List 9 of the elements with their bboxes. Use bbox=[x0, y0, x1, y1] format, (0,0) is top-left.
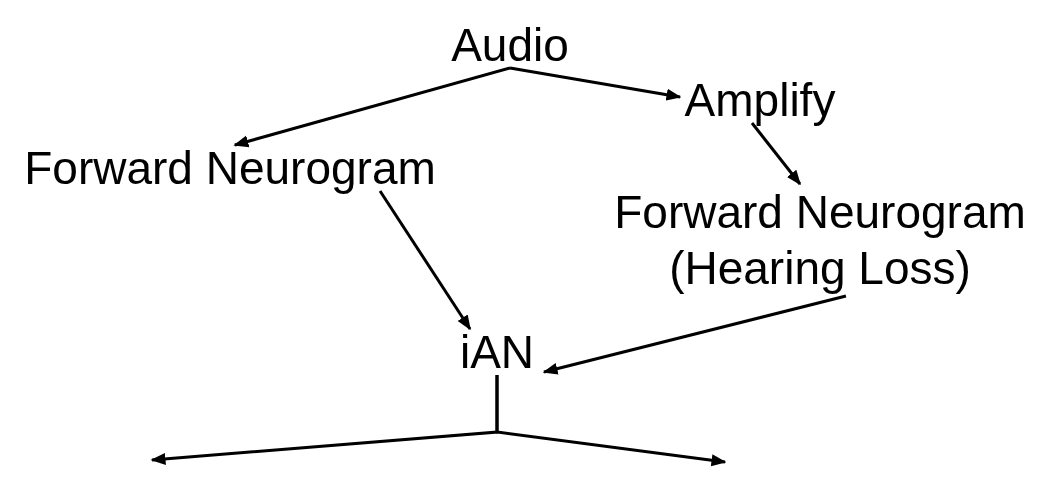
arrow bbox=[750, 122, 802, 186]
arrow bbox=[542, 294, 847, 375]
arrow bbox=[233, 66, 511, 148]
arrow bbox=[509, 66, 682, 101]
arrow bbox=[495, 375, 727, 467]
node-label: Audio bbox=[440, 22, 580, 68]
node-label: Forward Neurogram (Hearing Loss) bbox=[600, 184, 1040, 296]
node-label: iAN bbox=[450, 329, 544, 375]
arrow bbox=[378, 190, 472, 331]
